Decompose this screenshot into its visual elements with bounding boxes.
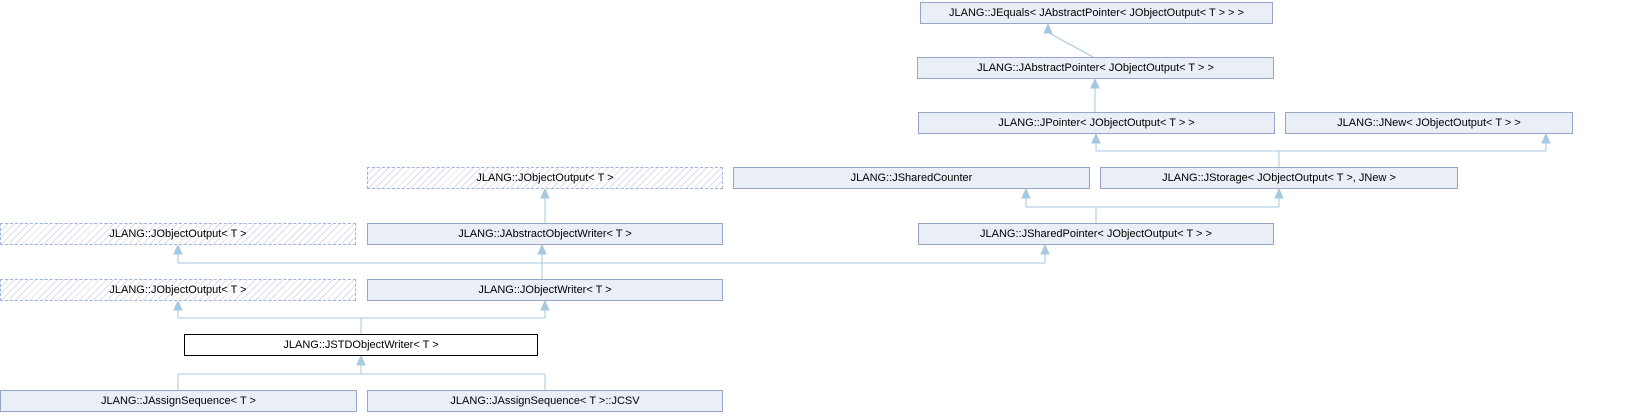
class-node-jobjectoutput-hatched-a: JLANG::JObjectOutput< T > <box>367 167 723 189</box>
class-node-jsharedpointer[interactable]: JLANG::JSharedPointer< JObjectOutput< T … <box>918 223 1274 245</box>
edge-jabstractpointer-to-jequals <box>1043 22 1094 58</box>
class-node-jabstractpointer[interactable]: JLANG::JAbstractPointer< JObjectOutput< … <box>917 57 1274 79</box>
edge-jobjectwriter-to-jabstractobjectwriter <box>537 243 547 279</box>
class-node-jstorage[interactable]: JLANG::JStorage< JObjectOutput< T >, JNe… <box>1100 167 1458 189</box>
edge-jobjectwriter-to-jobjectoutput-and-jsharedpointer <box>173 243 1050 264</box>
edge-jstorage-to-jpointer-and-jnew <box>1091 132 1551 167</box>
class-node-jpointer[interactable]: JLANG::JPointer< JObjectOutput< T > > <box>918 112 1275 134</box>
class-node-jstdobjectwriter-focus: JLANG::JSTDObjectWriter< T > <box>184 334 538 356</box>
class-node-jobjectoutput-hatched-c: JLANG::JObjectOutput< T > <box>0 279 356 301</box>
class-node-jequals[interactable]: JLANG::JEquals< JAbstractPointer< JObjec… <box>920 2 1273 24</box>
edge-jassignsequence-and-jcsv-to-jstdobjectwriter <box>177 354 546 390</box>
edge-jstdobjectwriter-to-jobjectoutput-and-jobjectwriter <box>173 299 550 334</box>
class-node-jabstractobjectwriter[interactable]: JLANG::JAbstractObjectWriter< T > <box>367 223 723 245</box>
edge-jpointer-to-jabstractpointer <box>1090 77 1100 112</box>
class-node-jnew[interactable]: JLANG::JNew< JObjectOutput< T > > <box>1285 112 1573 134</box>
class-node-jassignsequence-jcsv[interactable]: JLANG::JAssignSequence< T >::JCSV <box>367 390 723 412</box>
class-node-jobjectwriter[interactable]: JLANG::JObjectWriter< T > <box>367 279 723 301</box>
class-node-jobjectoutput-hatched-b: JLANG::JObjectOutput< T > <box>0 223 356 245</box>
edge-jabstractobjectwriter-to-jobjectoutput <box>540 187 550 223</box>
class-node-jassignsequence[interactable]: JLANG::JAssignSequence< T > <box>0 390 357 412</box>
class-node-jsharedcounter[interactable]: JLANG::JSharedCounter <box>733 167 1090 189</box>
edge-jsharedpointer-to-jsharedcounter-and-jstorage <box>1021 187 1284 223</box>
